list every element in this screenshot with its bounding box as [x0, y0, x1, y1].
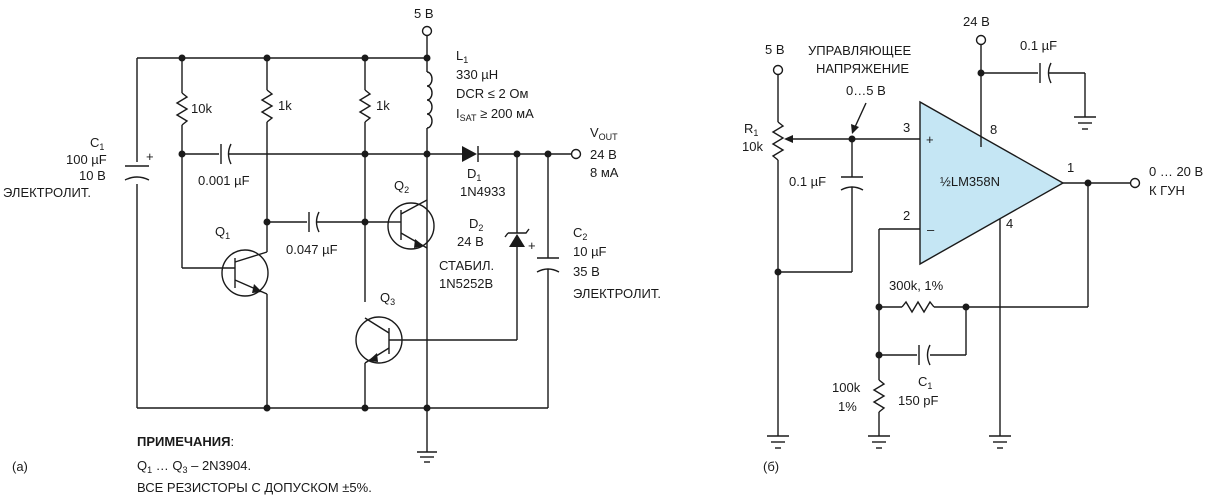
ground-b-left	[767, 435, 789, 449]
svg-text:Q3: Q3	[380, 290, 395, 307]
transistor-q3: Q3	[355, 290, 517, 408]
svg-text:1: 1	[1067, 160, 1074, 175]
svg-text:УПРАВЛЯЮЩЕЕ: УПРАВЛЯЮЩЕЕ	[808, 43, 912, 58]
svg-text:0 … 20 В: 0 … 20 В	[1149, 164, 1203, 179]
circuit-a: 5 В + C1 100 µF 10 В ЭЛЕКТРОЛИТ. 10k	[3, 6, 661, 495]
zener-d2: D2 24 В СТАБИЛ. 1N5252B	[439, 154, 530, 340]
svg-text:150 pF: 150 pF	[898, 393, 939, 408]
svg-text:1%: 1%	[838, 399, 857, 414]
supply-24v: 24 В 0.1 µF	[963, 14, 1096, 147]
transistor-q1: Q1	[182, 224, 269, 408]
opamp-body	[919, 100, 1065, 266]
output-terminal: 0 … 20 В К ГУН	[1063, 164, 1203, 198]
svg-text:35 В: 35 В	[573, 264, 600, 279]
svg-text:0.1 µF: 0.1 µF	[789, 174, 826, 189]
control-voltage-label: УПРАВЛЯЮЩЕЕ НАПРЯЖЕНИЕ 0…5 В	[808, 43, 912, 134]
circuit-b: 5 В R1 10k УПРАВЛЯЮЩЕЕ НАПРЯЖЕНИЕ 0…5 В	[742, 14, 1203, 474]
svg-text:Q1 … Q3 – 2N3904.: Q1 … Q3 – 2N3904.	[137, 458, 251, 475]
svg-text:ПРИМЕЧАНИЯ:: ПРИМЕЧАНИЯ:	[137, 434, 234, 449]
svg-text:1k: 1k	[278, 98, 292, 113]
svg-text:½LM358N: ½LM358N	[940, 174, 1000, 189]
svg-text:10 µF: 10 µF	[573, 244, 607, 259]
svg-text:Q2: Q2	[394, 178, 409, 195]
supply-5v-a: 5 В	[414, 6, 434, 58]
svg-text:К ГУН: К ГУН	[1149, 183, 1185, 198]
svg-text:DCR ≤ 2 Ом: DCR ≤ 2 Ом	[456, 86, 528, 101]
junctions-a	[178, 54, 552, 412]
svg-text:L1: L1	[456, 48, 468, 65]
svg-text:ЭЛЕКТРОЛИТ.: ЭЛЕКТРОЛИТ.	[573, 286, 661, 301]
capacitor-c2-a: + C2 10 µF 35 В ЭЛЕКТРОЛИТ.	[528, 154, 661, 408]
svg-text:C2: C2	[573, 225, 587, 242]
potentiometer-r1: R1 10k	[742, 121, 852, 436]
panel-label-a: (a)	[12, 459, 28, 474]
svg-text:+: +	[146, 149, 154, 164]
svg-text:СТАБИЛ.: СТАБИЛ.	[439, 258, 494, 273]
svg-text:0.047 µF: 0.047 µF	[286, 242, 338, 257]
resistor-100k: 100k 1%	[832, 379, 890, 449]
svg-text:R1: R1	[744, 121, 758, 138]
svg-text:D2: D2	[469, 216, 483, 233]
svg-text:ВСЕ РЕЗИСТОРЫ С ДОПУСКОМ ±5%.: ВСЕ РЕЗИСТОРЫ С ДОПУСКОМ ±5%.	[137, 480, 372, 495]
svg-text:100k: 100k	[832, 380, 861, 395]
svg-text:НАПРЯЖЕНИЕ: НАПРЯЖЕНИЕ	[816, 61, 909, 76]
svg-text:100 µF: 100 µF	[66, 152, 107, 167]
svg-text:10 В: 10 В	[79, 168, 106, 183]
svg-text:4: 4	[1006, 216, 1013, 231]
svg-text:10k: 10k	[191, 101, 212, 116]
svg-text:5 В: 5 В	[765, 42, 785, 57]
transistor-q2: Q2	[387, 178, 435, 250]
capacitor-0001uf: 0.001 µF	[182, 143, 427, 188]
svg-text:5 В: 5 В	[414, 6, 434, 21]
svg-text:0.1 µF: 0.1 µF	[1020, 38, 1057, 53]
feedback-network: 300k, 1% C1 150 pF	[878, 183, 1089, 408]
svg-text:2: 2	[903, 208, 910, 223]
resistor-1k-b: 1k	[358, 58, 390, 302]
svg-text:+: +	[926, 132, 934, 147]
svg-text:24 В: 24 В	[457, 234, 484, 249]
panel-label-b: (б)	[763, 459, 779, 474]
svg-text:3: 3	[903, 120, 910, 135]
svg-text:8: 8	[990, 122, 997, 137]
resistor-10k-a: 10k	[175, 58, 212, 268]
opamp: ½LM358N + – 3 2 8 4 1	[903, 100, 1074, 266]
junctions-b	[774, 69, 1092, 359]
svg-text:1k: 1k	[376, 98, 390, 113]
diode-d1: D1 1N4933	[427, 146, 571, 199]
resistor-1k-a: 1k	[260, 58, 292, 252]
svg-text:10k: 10k	[742, 139, 763, 154]
svg-text:0…5 В: 0…5 В	[846, 83, 886, 98]
svg-text:1N5252B: 1N5252B	[439, 276, 493, 291]
ground-a	[417, 408, 437, 463]
ground-pin4	[989, 219, 1011, 449]
svg-text:24 В: 24 В	[590, 147, 617, 162]
svg-text:C1: C1	[90, 135, 104, 152]
svg-text:24 В: 24 В	[963, 14, 990, 29]
svg-text:C1: C1	[918, 374, 932, 391]
svg-text:8 мА: 8 мА	[590, 165, 619, 180]
svg-text:ISAT ≥ 200 мА: ISAT ≥ 200 мА	[456, 106, 534, 123]
svg-text:Q1: Q1	[215, 224, 230, 241]
svg-text:1N4933: 1N4933	[460, 184, 506, 199]
capacitor-0047uf: 0.047 µF	[267, 211, 388, 257]
capacitor-input: 0.1 µF	[778, 139, 864, 273]
inductor-l1: L1 330 µH DCR ≤ 2 Ом ISAT ≥ 200 мА	[426, 48, 534, 408]
capacitor-c1-a: + C1 100 µF 10 В ЭЛЕКТРОЛИТ.	[3, 135, 154, 200]
svg-text:VOUT: VOUT	[590, 125, 618, 142]
notes-a: ПРИМЕЧАНИЯ: Q1 … Q3 – 2N3904. ВСЕ РЕЗИСТ…	[137, 434, 372, 495]
svg-text:D1: D1	[467, 166, 481, 183]
svg-text:+: +	[528, 238, 536, 253]
svg-text:–: –	[927, 222, 935, 237]
vout-terminal: VOUT 24 В 8 мА	[570, 125, 619, 180]
svg-text:0.001 µF: 0.001 µF	[198, 173, 250, 188]
supply-5v-b: 5 В	[765, 42, 785, 122]
svg-text:ЭЛЕКТРОЛИТ.: ЭЛЕКТРОЛИТ.	[3, 185, 91, 200]
svg-text:330 µH: 330 µH	[456, 67, 498, 82]
svg-text:300k, 1%: 300k, 1%	[889, 278, 944, 293]
